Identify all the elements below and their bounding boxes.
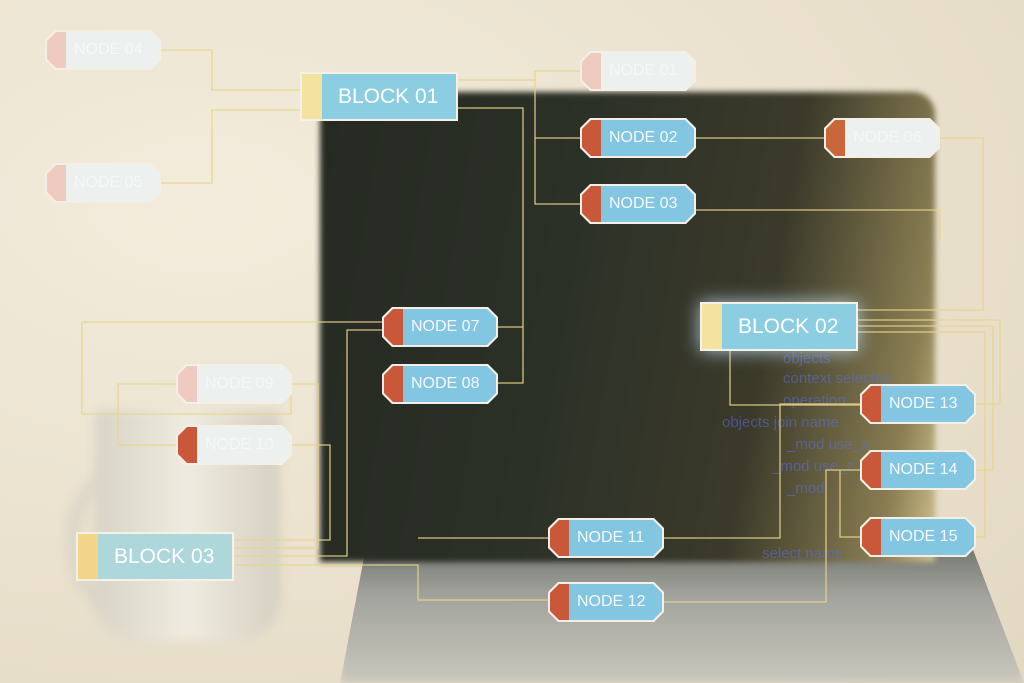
node-15[interactable]: NODE 15 bbox=[860, 517, 976, 557]
node-01[interactable]: NODE 01 bbox=[580, 51, 696, 91]
connector bbox=[663, 469, 860, 603]
connector bbox=[160, 49, 300, 91]
laptop-keyboard bbox=[340, 540, 1024, 683]
node-05[interactable]: NODE 05 bbox=[45, 163, 161, 203]
connector bbox=[458, 70, 580, 205]
connector bbox=[234, 444, 331, 541]
connector bbox=[234, 329, 382, 557]
node-03[interactable]: NODE 03 bbox=[580, 184, 696, 224]
connector bbox=[81, 321, 382, 415]
node-04[interactable]: NODE 04 bbox=[45, 30, 161, 70]
connector bbox=[729, 351, 860, 406]
connector bbox=[695, 209, 941, 240]
connector bbox=[234, 383, 319, 549]
connector bbox=[858, 137, 984, 311]
code-line: context selected bbox=[783, 370, 892, 387]
node-09[interactable]: NODE 09 bbox=[176, 364, 292, 404]
block-02[interactable]: BLOCK 02 bbox=[700, 302, 858, 351]
connector bbox=[234, 537, 548, 601]
connector bbox=[839, 470, 860, 538]
node-07[interactable]: NODE 07 bbox=[382, 307, 498, 347]
node-10[interactable]: NODE 10 bbox=[176, 425, 292, 465]
code-line: objects bbox=[783, 350, 831, 367]
connector bbox=[458, 107, 524, 384]
code-line: select name bbox=[762, 545, 843, 562]
connector bbox=[160, 109, 300, 184]
connector bbox=[663, 403, 860, 539]
node-11[interactable]: NODE 11 bbox=[548, 518, 664, 558]
code-line: _mod bbox=[787, 480, 825, 497]
node-13[interactable]: NODE 13 bbox=[860, 384, 976, 424]
code-line: _mod use_z bbox=[772, 458, 854, 475]
node-08[interactable]: NODE 08 bbox=[382, 364, 498, 404]
node-02[interactable]: NODE 02 bbox=[580, 118, 696, 158]
block-01[interactable]: BLOCK 01 bbox=[300, 72, 458, 121]
node-14[interactable]: NODE 14 bbox=[860, 450, 976, 490]
node-12[interactable]: NODE 12 bbox=[548, 582, 664, 622]
block-03[interactable]: BLOCK 03 bbox=[76, 532, 234, 581]
connector bbox=[117, 383, 176, 446]
connector bbox=[858, 319, 1001, 538]
code-line: _mod use_x bbox=[787, 436, 869, 453]
node-06[interactable]: NODE 06 bbox=[824, 118, 940, 158]
